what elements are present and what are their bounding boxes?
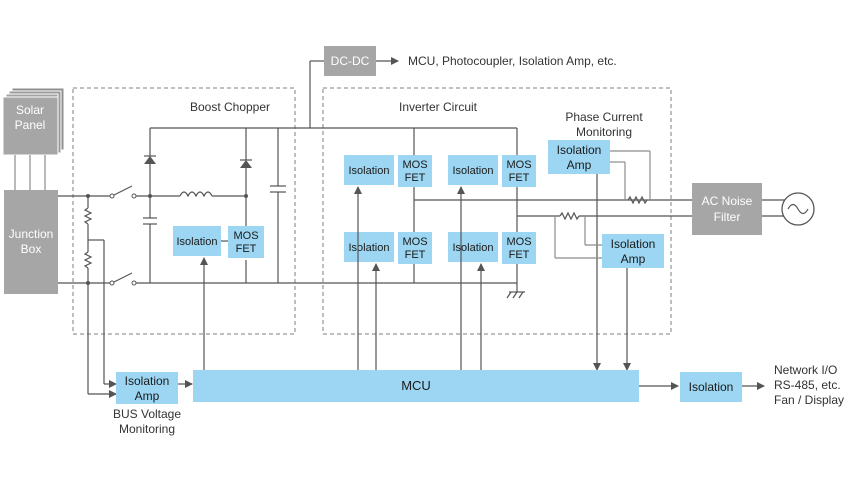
solar-panel-label-2: Panel — [15, 118, 46, 132]
inv-bl-mos-label: MOS — [402, 236, 427, 248]
inv-br-fet-label: FET — [509, 249, 530, 261]
phase-isolation-amp-2 — [602, 234, 664, 268]
inv-tr-mos-label: MOS — [506, 159, 531, 171]
inv-br-isolation-label: Isolation — [453, 242, 494, 254]
ac-noise-filter-label-1: AC Noise — [702, 194, 753, 208]
boost-mosfet-label-1: MOS — [233, 230, 258, 242]
inv-block-tr: Isolation MOS FET — [448, 155, 536, 187]
phase-amp1-label-2: Amp — [567, 158, 592, 172]
junction-box-label-2: Box — [21, 242, 42, 256]
phase-amp2-label-1: Isolation — [611, 237, 656, 251]
bus-isolation-amp — [116, 372, 178, 404]
dc-dc-output-label: MCU, Photocoupler, Isolation Amp, etc. — [408, 54, 617, 68]
bus-amp-label-2: Amp — [135, 389, 160, 403]
inv-block-tl: Isolation MOS FET — [344, 155, 432, 187]
bus-voltage-label-2: Monitoring — [119, 422, 175, 436]
boost-chopper-title: Boost Chopper — [190, 100, 270, 114]
network-io-label-2: RS-485, etc. — [774, 378, 841, 392]
network-io-label-3: Fan / Display — [774, 393, 844, 407]
ac-noise-filter — [692, 183, 762, 235]
mcu-block — [193, 370, 639, 402]
boost-chopper-region — [72, 87, 296, 335]
dc-dc-block — [324, 46, 376, 76]
boost-mosfet — [228, 226, 264, 258]
network-io-label-1: Network I/O — [774, 363, 837, 377]
inv-tr-isolation-label: Isolation — [453, 165, 494, 177]
mcu-label: MCU — [401, 378, 431, 393]
phase-amp2-label-2: Amp — [621, 252, 646, 266]
junction-box — [4, 190, 58, 294]
inv-tr-fet-label: FET — [509, 172, 530, 184]
phase-isolation-amp-1 — [548, 140, 610, 174]
inv-tl-fet-label: FET — [405, 172, 426, 184]
inv-tl-isolation-label: Isolation — [349, 165, 390, 177]
ac-noise-filter-label-2: Filter — [714, 210, 741, 224]
inverter-region — [322, 87, 672, 335]
inv-tl-mos-label: MOS — [402, 159, 427, 171]
junction-box-label-1: Junction — [9, 227, 54, 241]
output-isolation — [680, 372, 742, 402]
inv-bl-fet-label: FET — [405, 249, 426, 261]
phase-current-title-1: Phase Current — [565, 110, 643, 124]
bus-amp-label-1: Isolation — [125, 374, 170, 388]
inv-br-mos-label: MOS — [506, 236, 531, 248]
solar-panel: Solar Panel — [2, 87, 65, 157]
inverter-title: Inverter Circuit — [399, 100, 478, 114]
solar-panel-label-1: Solar — [16, 103, 44, 117]
bus-voltage-label-1: BUS Voltage — [113, 407, 181, 421]
phase-current-title-2: Monitoring — [576, 125, 632, 139]
phase-amp1-label-1: Isolation — [557, 143, 602, 157]
dc-dc-label: DC-DC — [331, 54, 370, 68]
inv-block-br: Isolation MOS FET — [448, 232, 536, 264]
boost-mosfet-label-2: FET — [236, 243, 257, 255]
boost-isolation-label: Isolation — [177, 236, 218, 248]
inv-block-bl: Isolation MOS FET — [344, 232, 432, 264]
inv-bl-isolation-label: Isolation — [349, 242, 390, 254]
output-isolation-label: Isolation — [689, 380, 734, 394]
boost-isolation — [173, 226, 221, 256]
